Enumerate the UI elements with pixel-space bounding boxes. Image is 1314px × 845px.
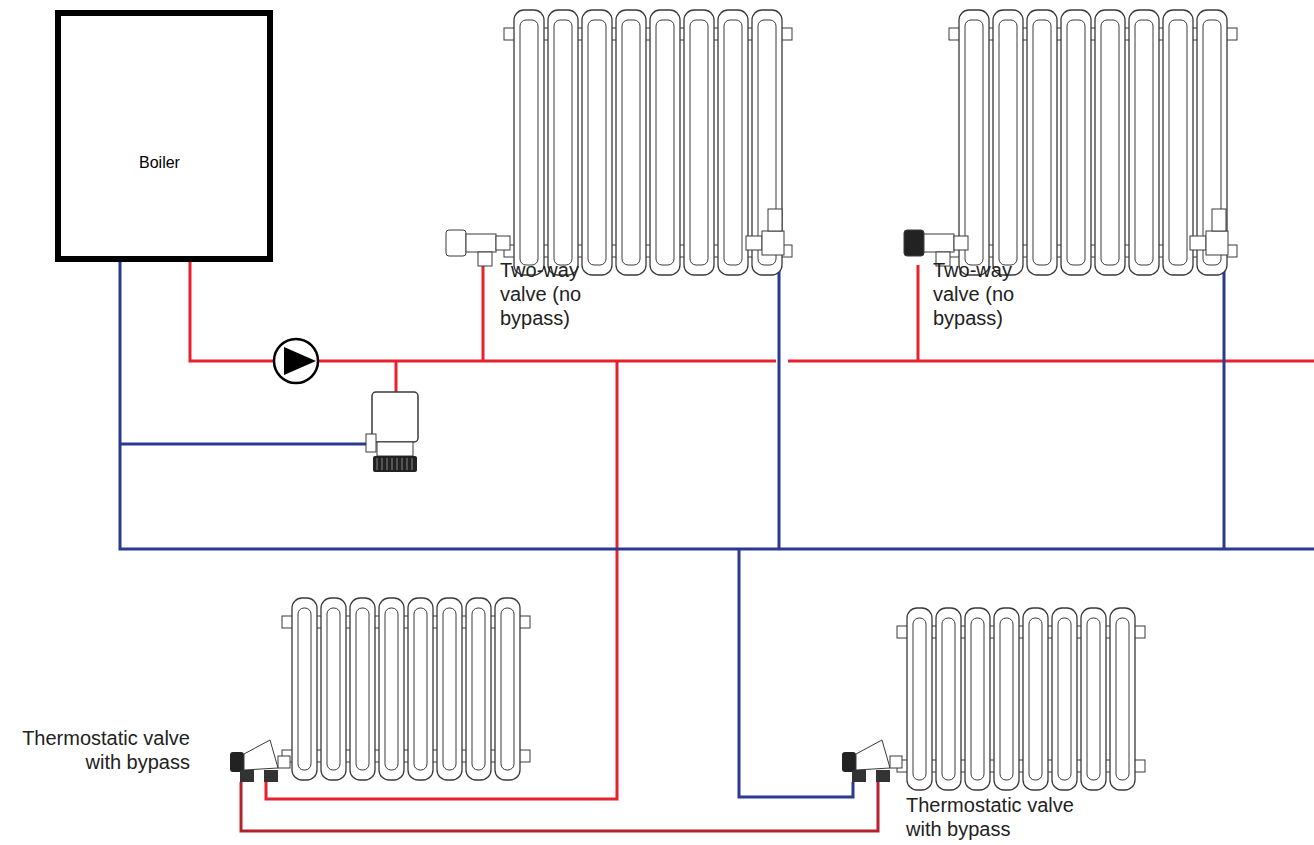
radiator	[897, 608, 1145, 790]
radiator	[282, 598, 530, 780]
thermostatic-valve	[842, 740, 902, 782]
supply-pipe	[190, 262, 776, 361]
return-pipe	[120, 443, 372, 446]
lockshield-valve	[1190, 209, 1228, 255]
valve-label: Thermostatic valve with bypass	[906, 793, 1081, 841]
radiator	[949, 10, 1237, 275]
return-pipe	[120, 262, 1314, 549]
supply-pipe	[788, 360, 1314, 363]
thermostatic-valve	[230, 740, 290, 782]
supply-pipe	[395, 361, 398, 392]
boiler-box: Boiler	[55, 10, 273, 262]
supply-pipe	[482, 265, 485, 361]
lockshield-valve	[746, 209, 784, 255]
bypass-pipe	[241, 782, 878, 831]
valve-label: Two-way valve (no bypass)	[500, 258, 615, 330]
supply-pipe	[917, 265, 920, 361]
pump-symbol	[274, 339, 318, 383]
radiator	[504, 10, 792, 275]
valve-label: Thermostatic valve with bypass	[20, 726, 190, 774]
node-label: Boiler	[139, 154, 267, 172]
bypass-valve	[366, 392, 418, 472]
supply-pipe	[266, 361, 617, 799]
return-pipe	[739, 549, 853, 797]
valve-label: Two-way valve (no bypass)	[933, 258, 1048, 330]
